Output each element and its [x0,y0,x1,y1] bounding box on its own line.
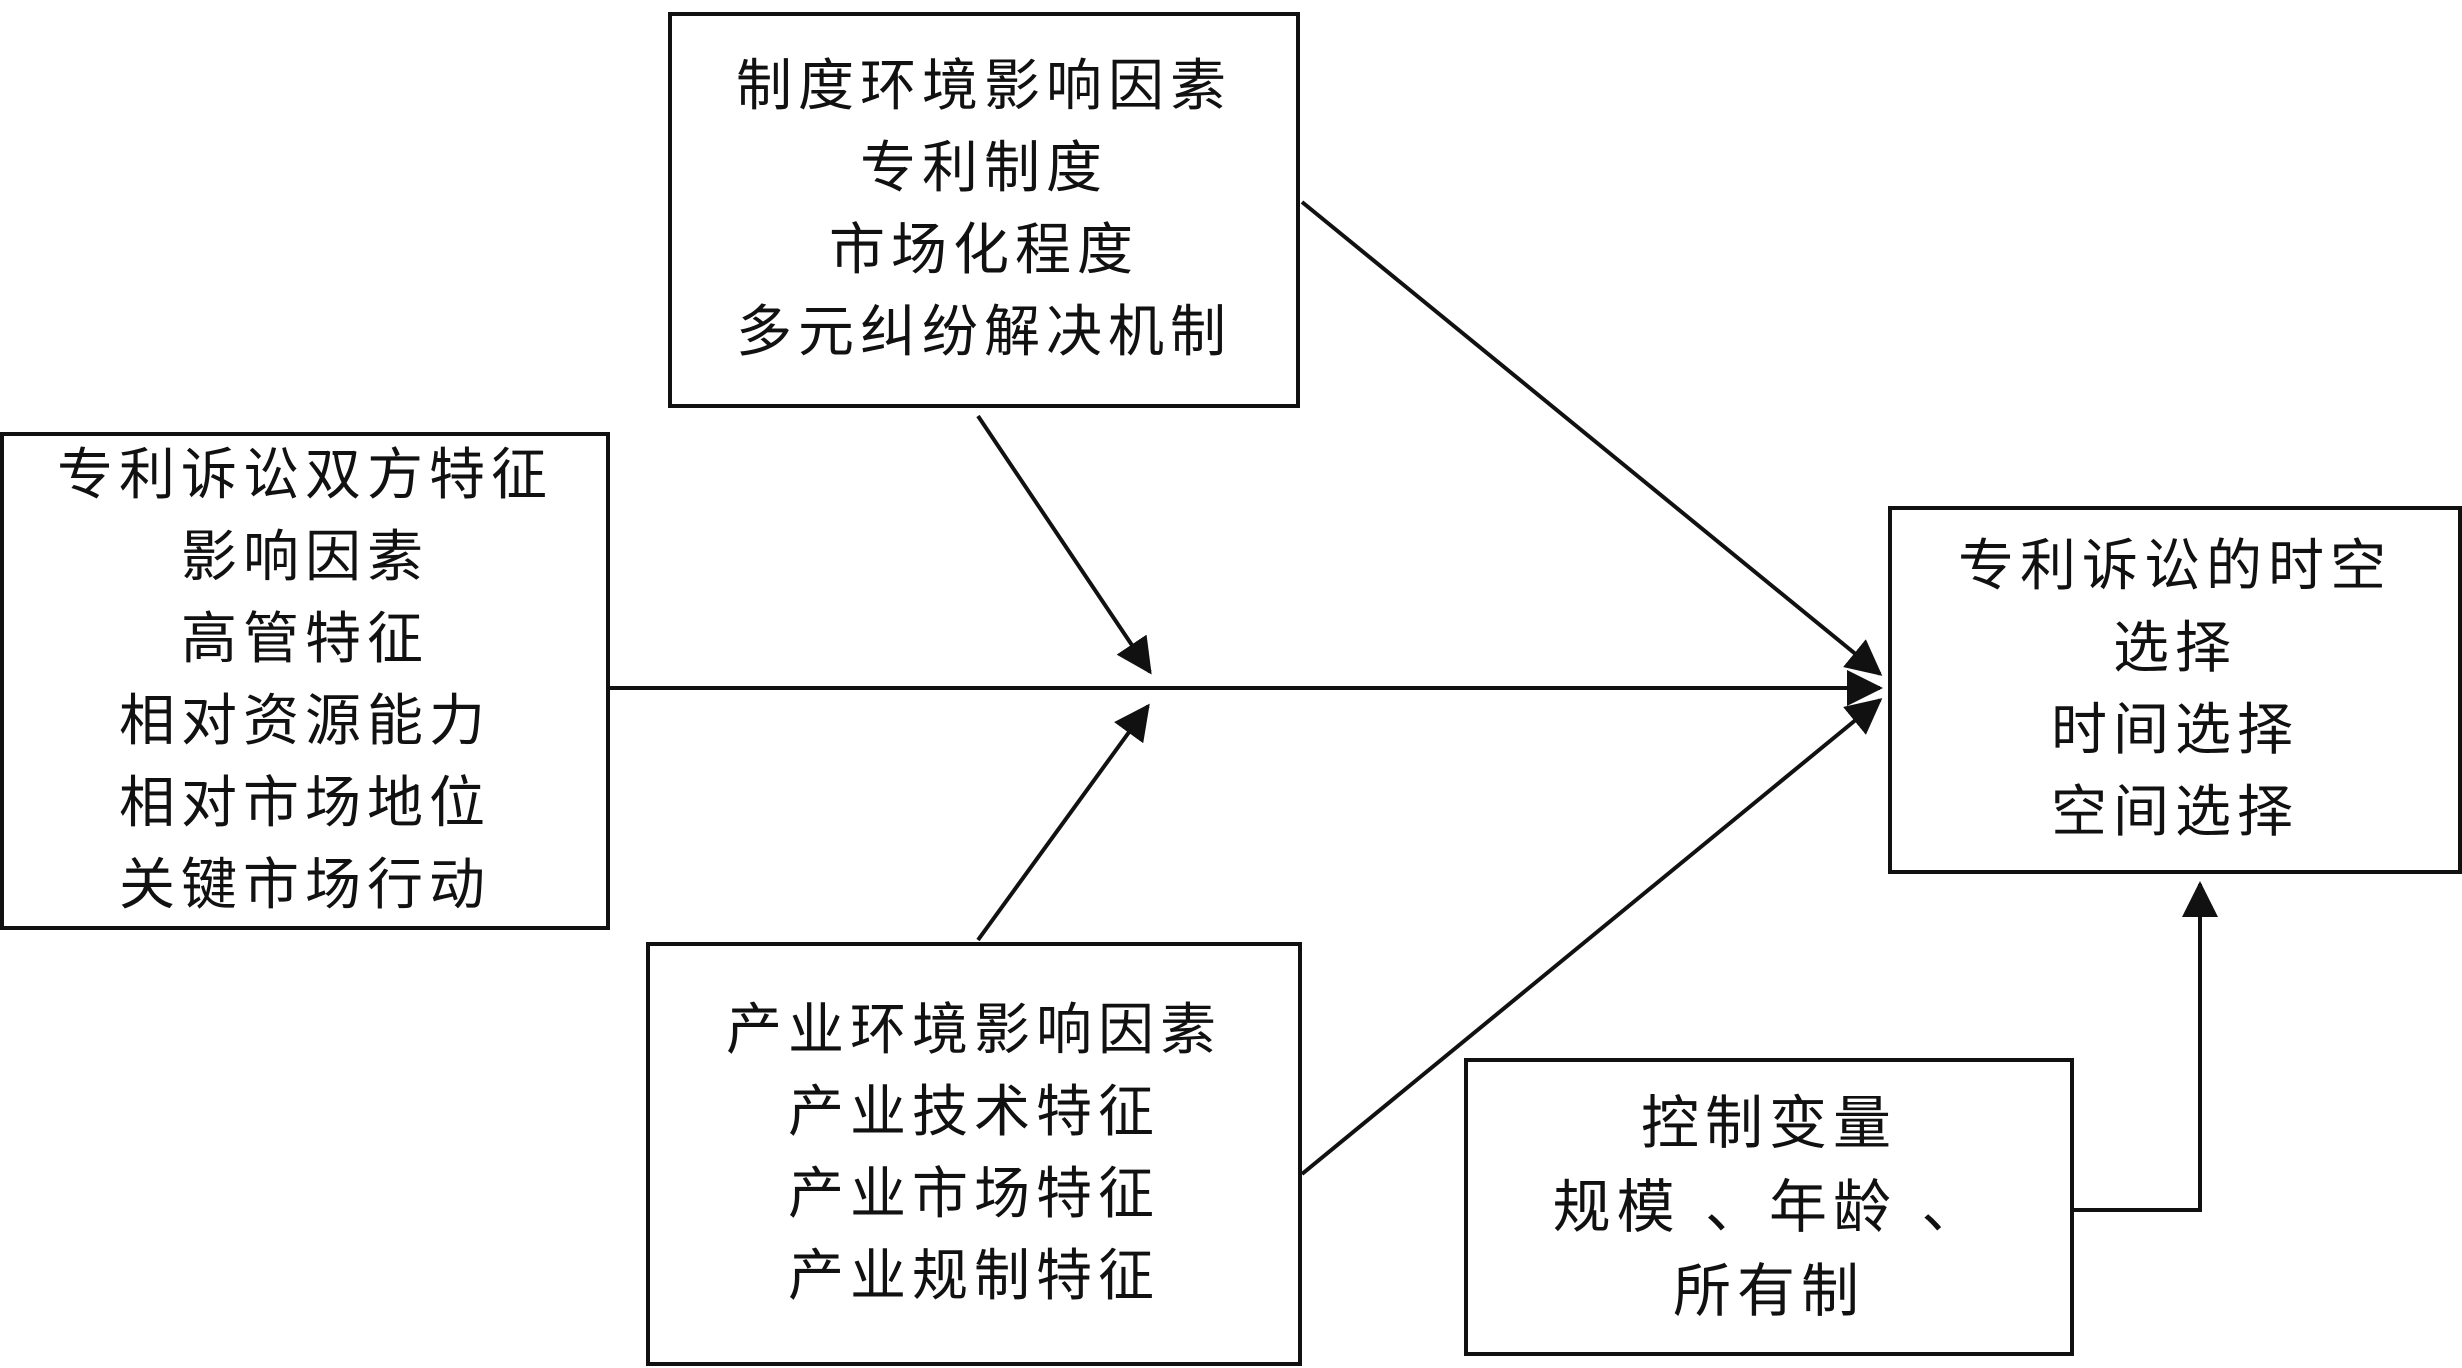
arrow-industry-to-path [976,703,1150,942]
outcome-title: 专利诉讼的时空 [1958,534,2392,599]
institutional-item: 市场化程度 [829,218,1139,283]
litigant-characteristics-box: 专利诉讼双方特征 影响因素 高管特征 相对资源能力 相对市场地位 关键市场行动 [0,432,610,930]
litigants-item: 高管特征 [181,607,429,672]
control-line3: 所有制 [1672,1257,1865,1325]
control-title: 控制变量 [1640,1089,1897,1157]
control-variables-box: 控制变量 规模 、年龄 、 所有制 [1464,1058,2074,1356]
industry-title: 产业环境影响因素 [726,998,1222,1063]
litigants-title: 专利诉讼双方特征 [57,443,553,508]
industry-item: 产业市场特征 [788,1162,1160,1227]
arrow-institutional-to-outcome [1300,200,1883,676]
outcome-item: 时间选择 [2051,698,2299,763]
institutional-item: 多元纠纷解决机制 [736,300,1232,365]
arrow-institutional-to-path [976,414,1152,675]
spatiotemporal-choice-box: 专利诉讼的时空 选择 时间选择 空间选择 [1888,506,2462,874]
outcome-item: 空间选择 [2051,780,2299,845]
control-line2: 规模 、年龄 、 [1552,1173,1986,1241]
institutional-item: 专利制度 [860,136,1108,201]
litigants-title-line2: 影响因素 [181,525,429,590]
litigants-item: 相对市场地位 [119,771,491,836]
industry-factors-box: 产业环境影响因素 产业技术特征 产业市场特征 产业规制特征 [646,942,1302,1366]
litigants-item: 关键市场行动 [119,853,491,918]
institutional-title: 制度环境影响因素 [736,54,1232,119]
industry-item: 产业规制特征 [788,1244,1160,1309]
institutional-factors-box: 制度环境影响因素 专利制度 市场化程度 多元纠纷解决机制 [668,12,1300,408]
outcome-title-line2: 选择 [2113,616,2237,681]
industry-item: 产业技术特征 [788,1080,1160,1145]
arrow-industry-to-outcome [1300,698,1883,1176]
arrow-control-to-outcome [2074,881,2218,1212]
litigants-item: 相对资源能力 [119,689,491,754]
